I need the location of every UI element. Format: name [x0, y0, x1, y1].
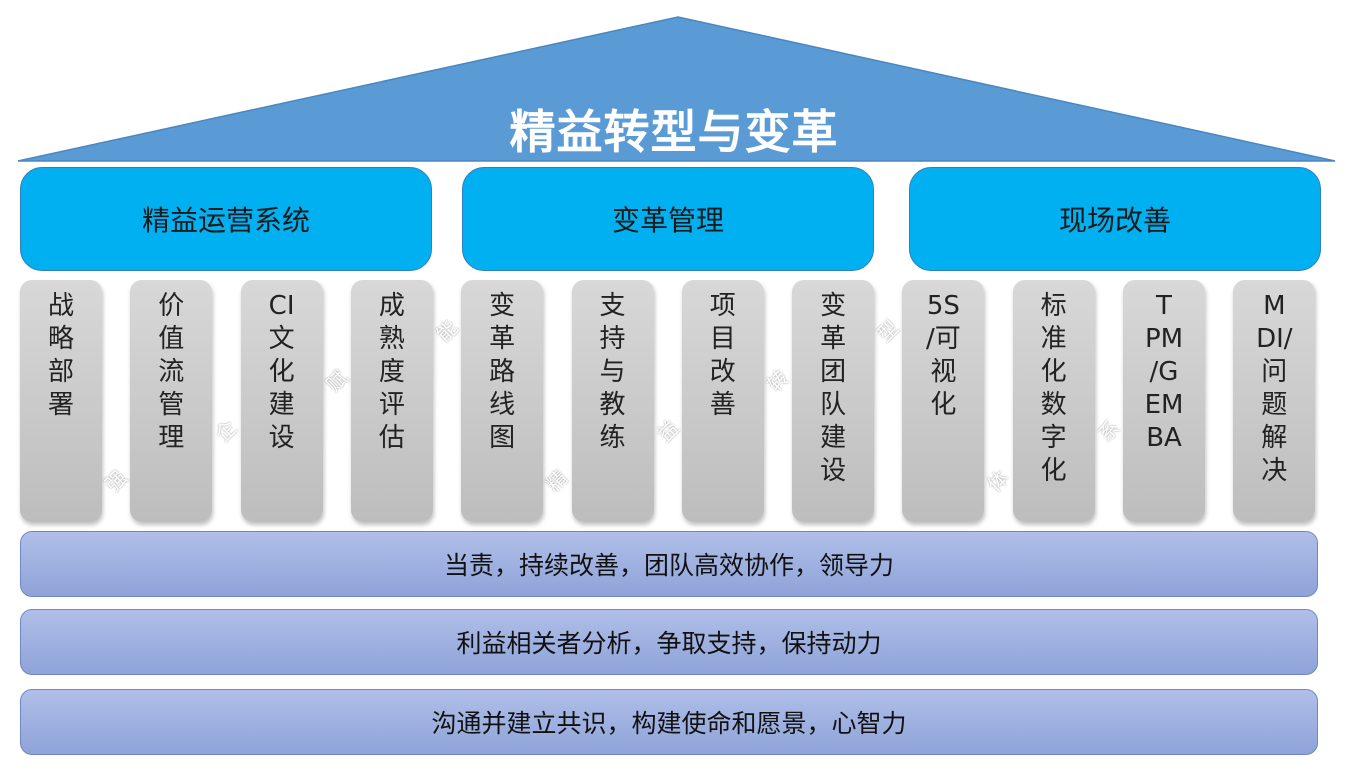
watermark-glyph: 赋	[321, 365, 353, 397]
pillar-text-line: 变	[820, 291, 847, 321]
pillar-text-line: 练	[599, 423, 626, 453]
pillar-text-line: /G	[1149, 357, 1179, 387]
pillar: 标准化数字化	[1012, 280, 1095, 522]
pillar: 价值流管理	[130, 280, 213, 522]
pillar: 支持与教练	[571, 280, 654, 522]
watermark-glyph: 型	[872, 315, 904, 347]
diagram-title: 精益转型与变革	[509, 105, 839, 159]
pillar-text-line: 署	[47, 390, 74, 420]
pillar-text-line: /可	[926, 324, 961, 354]
pillar-text-line: 价	[158, 291, 185, 321]
pillar-text-line: 路	[489, 357, 516, 387]
watermark-glyph: 益	[651, 415, 684, 447]
pillar-text-line: 设	[820, 456, 847, 486]
header-lean-operating-system: 精益运营系统	[20, 167, 432, 271]
pillar-text-line: T	[1156, 291, 1172, 321]
pillar-text-line: 度	[378, 357, 405, 387]
watermark-glyph: 体	[982, 465, 1014, 497]
pillar-text-line: 管	[158, 390, 185, 420]
pillar-text-line: M	[1263, 291, 1286, 321]
pillar-text-line: 战	[47, 291, 74, 321]
pillar: 5S/可视化	[902, 280, 985, 522]
pillar-text-line: 设	[268, 423, 295, 453]
pillar-text-line: 标	[1040, 291, 1067, 321]
pillar-text-line: 文	[268, 324, 295, 354]
pillar: 成熟度评估	[350, 280, 433, 522]
pillar-text-line: 团	[820, 357, 847, 387]
pillar-text-line: 字	[1040, 423, 1067, 453]
pillar-text-line: 5S	[926, 291, 960, 321]
pillar-text-line: CI	[268, 291, 295, 321]
pillar-text-line: 革	[489, 324, 516, 354]
pillar-text-line: 估	[378, 423, 405, 453]
pillar-text-line: 善	[709, 390, 736, 420]
pillar-text-line: 数	[1040, 390, 1067, 420]
header-site-improvement: 现场改善	[909, 167, 1321, 271]
pillar-text-line: PM	[1144, 324, 1184, 354]
pillar: 战略部署	[20, 280, 102, 522]
pillar-text-line: 化	[930, 390, 957, 420]
watermark-glyph: 强	[100, 465, 132, 497]
pillar-text-line: 流	[158, 357, 185, 387]
pillar-text-line: 教	[599, 390, 626, 420]
pillar-text-line: 持	[599, 324, 626, 354]
roof	[17, 16, 1336, 162]
pillar-text-line: 略	[47, 324, 74, 354]
pillar: 变革团队建设	[792, 280, 875, 522]
pillar-text-line: 支	[599, 291, 626, 321]
pillar-text-line: 目	[709, 324, 736, 354]
pillar-text-line: 化	[268, 357, 295, 387]
pillar-text-line: 建	[820, 423, 847, 453]
pillar-text-line: 革	[820, 324, 847, 354]
foundation-bar-2: 利益相关者分析，争取支持，保持动力	[20, 609, 1318, 675]
pillar-text-line: 熟	[378, 324, 405, 354]
pillar-text-line: 化	[1040, 456, 1067, 486]
pillar-text-line: 值	[158, 324, 185, 354]
foundation-bar-1: 当责，持续改善，团队高效协作，领导力	[20, 531, 1318, 597]
pillar-text-line: 准	[1040, 324, 1067, 354]
pillar-text-line: DI/	[1256, 324, 1293, 354]
roof-triangle	[17, 16, 1336, 162]
pillar-text-line: 成	[378, 291, 405, 321]
pillar-text-line: 问	[1261, 357, 1288, 387]
pillar-text-line: 评	[378, 390, 405, 420]
pillar-text-line: 队	[820, 390, 847, 420]
pillar-text-line: 图	[489, 423, 516, 453]
watermark-glyph: 企	[210, 415, 242, 447]
pillar-text-line: EM	[1144, 390, 1184, 420]
pillar-text-line: 部	[47, 357, 74, 387]
pillar-text-line: 决	[1261, 456, 1288, 486]
foundation-bar-3: 沟通并建立共识，构建使命和愿景，心智力	[20, 689, 1318, 755]
pillar-text-line: 理	[158, 423, 185, 453]
pillar-text-line: 建	[268, 390, 295, 420]
pillar-text-line: 解	[1261, 423, 1288, 453]
pillar-text-line: 线	[489, 390, 516, 420]
watermark-glyph: 系	[1093, 415, 1125, 447]
watermark-glyph: 能	[431, 315, 463, 347]
header-change-management: 变革管理	[462, 167, 874, 271]
watermark-glyph: 转	[762, 365, 794, 397]
watermark-glyph: 精	[541, 465, 573, 497]
pillar: 变革路线图	[461, 280, 544, 522]
pillar-text-line: BA	[1146, 423, 1182, 453]
pillar-text-line: 项	[709, 291, 736, 321]
pillar-text-line: 改	[709, 357, 736, 387]
pillar-text-line: 化	[1040, 357, 1067, 387]
pillar: 项目改善	[681, 280, 764, 522]
pillar-text-line: 变	[489, 291, 516, 321]
pillar-text-line: 题	[1261, 390, 1288, 420]
pillar-text-line: 视	[930, 357, 957, 387]
pillar-text-line: 与	[599, 357, 626, 387]
